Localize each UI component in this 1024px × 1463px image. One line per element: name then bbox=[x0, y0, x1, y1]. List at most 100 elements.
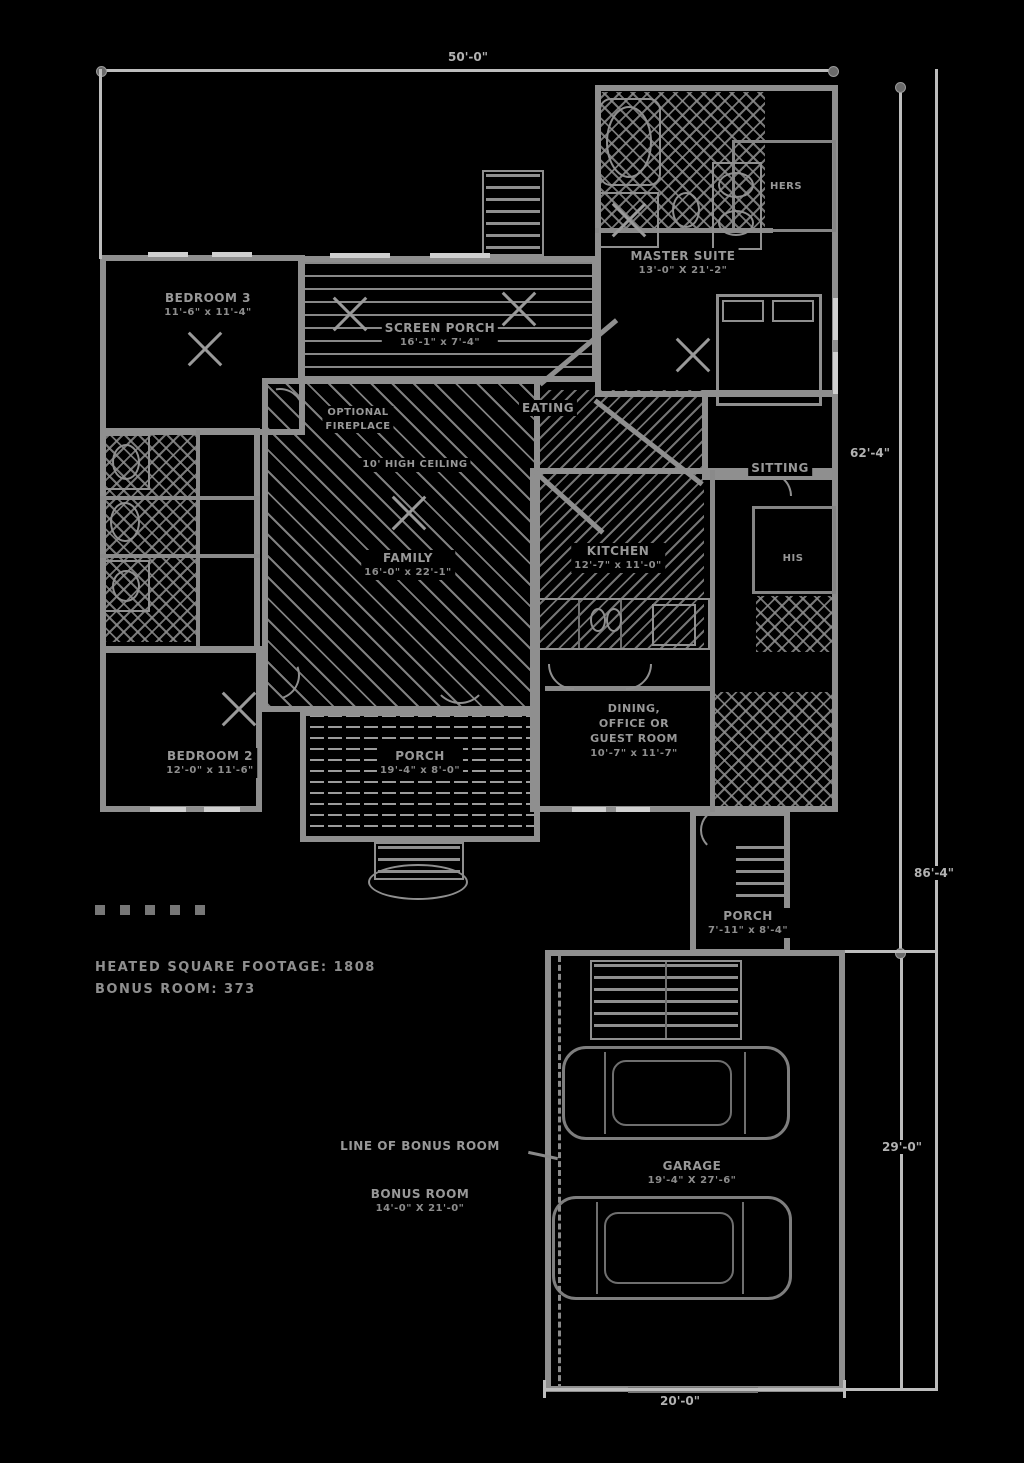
closet-partition bbox=[196, 430, 200, 648]
dining-line3: GUEST ROOM bbox=[590, 731, 678, 745]
counter-divider bbox=[578, 600, 580, 648]
dim-label-top: 50'-0" bbox=[445, 50, 491, 64]
room-size: 19'-4" X 27'-6" bbox=[647, 1175, 737, 1187]
car-windshield bbox=[744, 1052, 746, 1134]
dim-extension-left bbox=[99, 69, 102, 259]
ceiling-fan-icon bbox=[392, 496, 426, 530]
line-of-bonus-room-label: LINE OF BONUS ROOM bbox=[337, 1138, 503, 1155]
hers-closet-label: HERS bbox=[766, 180, 806, 194]
bonus-room-boundary-line bbox=[558, 956, 561, 1390]
car-roof bbox=[604, 1212, 734, 1284]
room-size: 19'-4" x 8'-0" bbox=[379, 765, 461, 777]
attic-stair-treads bbox=[486, 174, 540, 252]
car-roof bbox=[612, 1060, 732, 1126]
family-walls bbox=[262, 378, 540, 712]
toilet-icon bbox=[110, 502, 140, 542]
family-label: FAMILY 16'-0" x 22'-1" bbox=[361, 550, 455, 580]
family-floor-hatch bbox=[268, 384, 536, 706]
stair-rail bbox=[665, 962, 667, 1038]
room-name: MASTER SUITE bbox=[630, 249, 736, 263]
car-windshield bbox=[604, 1052, 606, 1134]
dim-line-overall-depth bbox=[935, 69, 938, 1391]
car bbox=[562, 1046, 790, 1140]
dim-label-garage-width: 20'-0" bbox=[657, 1394, 703, 1408]
rear-entry-tile bbox=[714, 692, 834, 808]
front-stoop bbox=[368, 864, 468, 900]
car-windshield bbox=[596, 1202, 598, 1294]
sink-icon bbox=[112, 444, 140, 480]
window bbox=[572, 807, 606, 812]
toilet-icon bbox=[672, 192, 700, 228]
heated-area-note: HEATED SQUARE FOOTAGE: 1808 bbox=[95, 960, 376, 975]
dim-tick bbox=[543, 1380, 546, 1398]
room-size: 16'-1" x 7'-4" bbox=[399, 337, 481, 349]
pillow bbox=[772, 300, 814, 322]
sink-icon bbox=[590, 608, 606, 632]
door-arc bbox=[432, 648, 488, 704]
ceiling-fan-icon bbox=[502, 292, 536, 326]
dim-extension bbox=[845, 950, 937, 953]
dim-label-main-depth: 62'-4" bbox=[847, 446, 893, 460]
room-name: SCREEN PORCH bbox=[384, 321, 496, 335]
ceiling-fan-icon bbox=[333, 297, 367, 331]
room-size: 14'-0" X 21'-0" bbox=[375, 1203, 465, 1215]
dim-line-garage-depth bbox=[900, 958, 903, 1390]
kitchen-label: KITCHEN 12'-7" x 11'-0" bbox=[571, 543, 665, 573]
bedroom2-label: BEDROOM 2 12'-0" x 11'-6" bbox=[163, 748, 257, 778]
dim-line-bottom bbox=[545, 1388, 937, 1391]
dining-partition bbox=[545, 686, 715, 691]
dim-line-top bbox=[100, 69, 834, 72]
window bbox=[430, 253, 490, 258]
bonus-stair bbox=[590, 960, 742, 1040]
room-size: 11'-6" x 11'-4" bbox=[164, 307, 252, 319]
dim-label-garage-depth: 29'-0" bbox=[879, 1140, 925, 1154]
sink-icon bbox=[718, 172, 754, 198]
utility-tile bbox=[756, 596, 836, 652]
window bbox=[833, 352, 838, 394]
sink-icon bbox=[718, 210, 754, 236]
car-windshield bbox=[742, 1202, 744, 1294]
fireplace-line1: OPTIONAL bbox=[327, 407, 389, 418]
room-name: BEDROOM 3 bbox=[165, 291, 251, 305]
dining-label: DINING, OFFICE OR GUEST ROOM 10'-7" x 11… bbox=[587, 702, 681, 761]
window bbox=[212, 252, 252, 257]
dim-tick bbox=[843, 1380, 846, 1398]
front-porch-walls bbox=[300, 710, 540, 842]
tub-basin bbox=[606, 106, 652, 178]
eating-label: EATING bbox=[518, 400, 578, 417]
dim-line-main-depth bbox=[899, 85, 902, 953]
fireplace-label: OPTIONAL FIREPLACE bbox=[322, 406, 394, 433]
hall-vanity-2 bbox=[104, 560, 150, 612]
bedroom3-label: BEDROOM 3 11'-6" x 11'-4" bbox=[161, 290, 255, 320]
sitting-walls bbox=[702, 390, 838, 480]
attic-stair bbox=[482, 170, 544, 256]
room-size: 12'-7" x 11'-0" bbox=[574, 560, 662, 572]
master-suite-label: MASTER SUITE 13'-0" X 21'-2" bbox=[627, 248, 739, 278]
window bbox=[616, 807, 650, 812]
window bbox=[150, 807, 186, 812]
ceiling-fan-icon bbox=[222, 692, 256, 726]
pillow bbox=[722, 300, 764, 322]
dining-line2: OFFICE OR bbox=[598, 716, 670, 730]
door-arc bbox=[700, 808, 744, 852]
window bbox=[204, 807, 240, 812]
shower-x-icon bbox=[612, 203, 646, 237]
room-name: BONUS ROOM bbox=[370, 1187, 470, 1201]
range bbox=[652, 604, 696, 646]
room-size: 12'-0" x 11'-6" bbox=[166, 765, 254, 777]
bonus-room-label: BONUS ROOM 14'-0" X 21'-0" bbox=[367, 1186, 473, 1216]
bath-partition-2 bbox=[100, 554, 260, 558]
room-name: PORCH bbox=[723, 909, 773, 923]
garage-label: GARAGE 19'-4" X 27'-6" bbox=[644, 1158, 740, 1188]
bed bbox=[716, 294, 822, 406]
window bbox=[833, 298, 838, 340]
room-size: 16'-0" x 22'-1" bbox=[364, 567, 452, 579]
rear-steps bbox=[736, 846, 788, 902]
dim-endpoint bbox=[828, 66, 839, 77]
his-closet-walls bbox=[752, 506, 836, 594]
room-size: 13'-0" X 21'-2" bbox=[638, 265, 728, 277]
master-bath-partition bbox=[595, 228, 773, 233]
room-size: 7'-11" x 8'-4" bbox=[707, 925, 789, 937]
ceiling-note-label: 10' HIGH CEILING bbox=[359, 458, 471, 472]
